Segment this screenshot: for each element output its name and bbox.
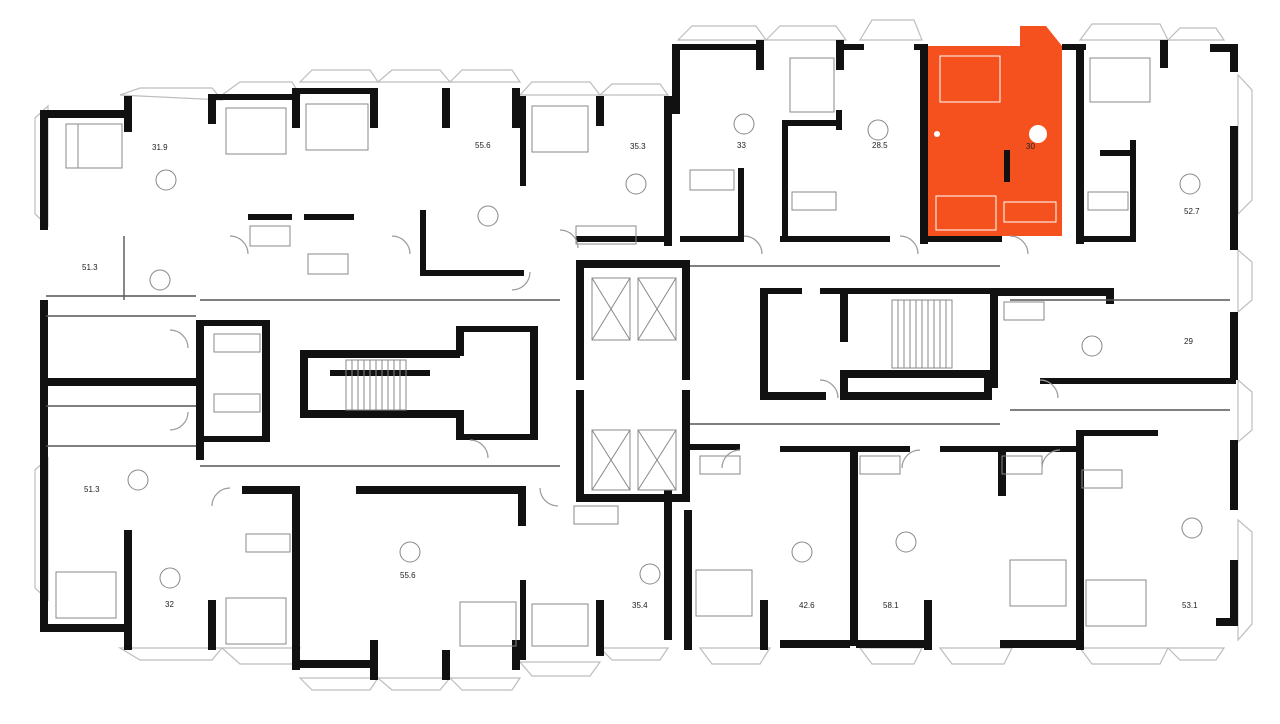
apartment-a15[interactable]: 58.1 [858,452,998,642]
area-label: 53.1 [1182,601,1198,610]
corridor-lines [46,236,1230,467]
apartment-a3[interactable]: 35.3 [526,96,666,236]
apartment-a9[interactable]: 29 [998,296,1230,378]
apartment-a10[interactable]: 51.3 [48,450,196,620]
apartment-a11[interactable]: 32 [132,530,216,650]
area-label: 35.3 [630,142,646,151]
area-label: 58.1 [883,601,899,610]
apartment-a5[interactable]: 28.5 [788,50,920,238]
apartment-a8[interactable]: 51.3 [48,118,196,298]
apartment-a12[interactable]: 55.6 [300,494,520,664]
apartment-a13[interactable]: 35.4 [526,502,666,652]
area-label: 51.3 [82,263,98,272]
area-label: 51.3 [84,485,100,494]
area-label: 52.7 [1184,207,1200,216]
apartments: 31.9 55.6 35.3 33 28.5 30 52.7 51.3 29 5… [48,46,1230,664]
area-label: 28.5 [872,141,888,150]
dining-table-icon [1029,125,1047,143]
apartment-a6-selected[interactable]: 30 [928,46,1062,236]
apartment-a7[interactable]: 52.7 [1084,50,1230,286]
stair-flights [345,299,953,411]
apartment-a16[interactable]: 53.1 [1084,436,1230,642]
area-label: 55.6 [475,141,491,150]
selected-apartment-highlight[interactable] [928,26,1062,236]
area-label: 31.9 [152,143,168,152]
window-bays [34,19,1253,691]
area-label: 33 [737,141,746,150]
area-label: 35.4 [632,601,648,610]
area-label: 42.6 [799,601,815,610]
door-swings [169,229,1061,507]
structural-walls [40,40,1238,680]
apartment-a14[interactable]: 42.6 [692,450,850,644]
elevator-shafts [591,277,677,491]
furniture [55,55,1203,647]
apartment-a2[interactable]: 55.6 [300,94,520,274]
area-label: 55.6 [400,571,416,580]
area-label: 30 [1026,142,1035,151]
marker-dot-icon [934,131,940,137]
apartment-a4[interactable]: 33 [680,50,784,238]
area-label: 29 [1184,337,1193,346]
apartment-a1[interactable]: 31.9 [132,96,212,236]
area-label: 32 [165,600,174,609]
